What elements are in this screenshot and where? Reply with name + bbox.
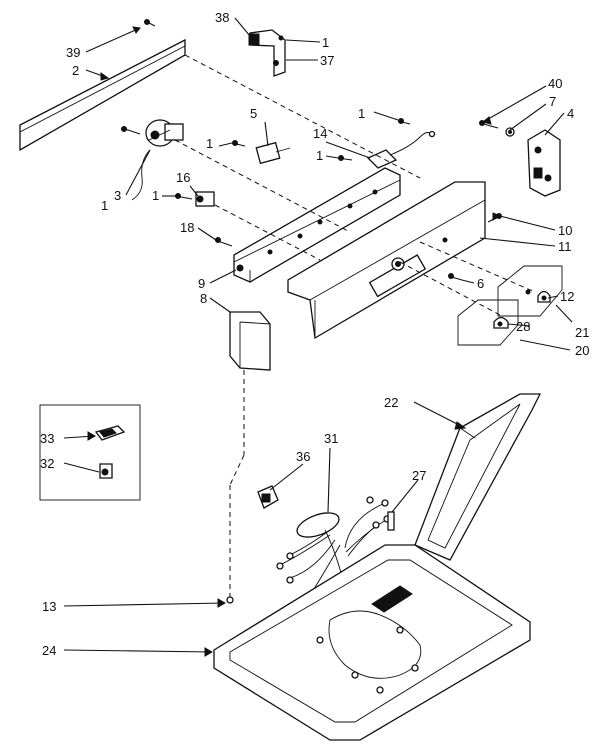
end-bracket-4-part — [479, 120, 561, 197]
label-1-e: 1 — [152, 188, 159, 203]
label-27: 27 — [412, 468, 426, 483]
label-1-f: 1 — [101, 198, 108, 213]
label-1-a: 1 — [322, 35, 329, 50]
label-36: 36 — [296, 449, 310, 464]
label-18: 18 — [180, 220, 194, 235]
cover-plate-part — [229, 311, 271, 371]
bracket-38-part — [248, 29, 286, 77]
label-13: 13 — [42, 599, 56, 614]
label-5: 5 — [250, 106, 257, 121]
label-21: 21 — [575, 325, 589, 340]
label-31: 31 — [324, 431, 338, 446]
label-37: 37 — [320, 53, 334, 68]
switch-5-part — [231, 140, 291, 165]
label-32: 32 — [40, 456, 54, 471]
label-33: 33 — [40, 431, 54, 446]
label-9: 9 — [198, 276, 205, 291]
label-14: 14 — [313, 126, 327, 141]
label-28: 28 — [516, 319, 530, 334]
label-4: 4 — [567, 106, 574, 121]
label-1-b: 1 — [358, 106, 365, 121]
label-10: 10 — [558, 223, 572, 238]
label-20: 20 — [575, 343, 589, 358]
label-3: 3 — [114, 188, 121, 203]
part-labels: 38 1 37 39 2 40 7 4 5 1 14 1 1 16 1 1 3 … — [40, 10, 589, 658]
duct-22-part — [414, 393, 542, 561]
label-2: 2 — [72, 63, 79, 78]
screw-6-part — [447, 273, 463, 281]
assembly-guide-lines — [174, 54, 536, 600]
label-24: 24 — [42, 643, 56, 658]
selector-16-part — [175, 191, 215, 207]
top-base-24-part — [213, 544, 531, 741]
timer-motor-part — [121, 119, 184, 201]
control-console-part — [287, 181, 486, 340]
label-7: 7 — [549, 94, 556, 109]
connector-36-part — [257, 485, 279, 509]
label-39: 39 — [66, 45, 80, 60]
label-12: 12 — [560, 289, 574, 304]
label-38: 38 — [215, 10, 229, 25]
label-40: 40 — [548, 76, 562, 91]
label-11: 11 — [558, 239, 572, 254]
knob-20-group — [457, 299, 519, 346]
label-6: 6 — [477, 276, 484, 291]
inset-box — [39, 404, 141, 501]
screw-39-part — [144, 19, 156, 27]
knob-21-group — [497, 265, 563, 317]
connector-27-part — [387, 511, 395, 531]
switch-14-part — [337, 118, 436, 169]
label-1-d: 1 — [316, 148, 323, 163]
label-16: 16 — [176, 170, 190, 185]
leader-lines — [63, 17, 573, 657]
label-1-c: 1 — [206, 136, 213, 151]
label-8: 8 — [200, 291, 207, 306]
control-bracket-part — [214, 167, 401, 283]
label-22: 22 — [384, 395, 398, 410]
